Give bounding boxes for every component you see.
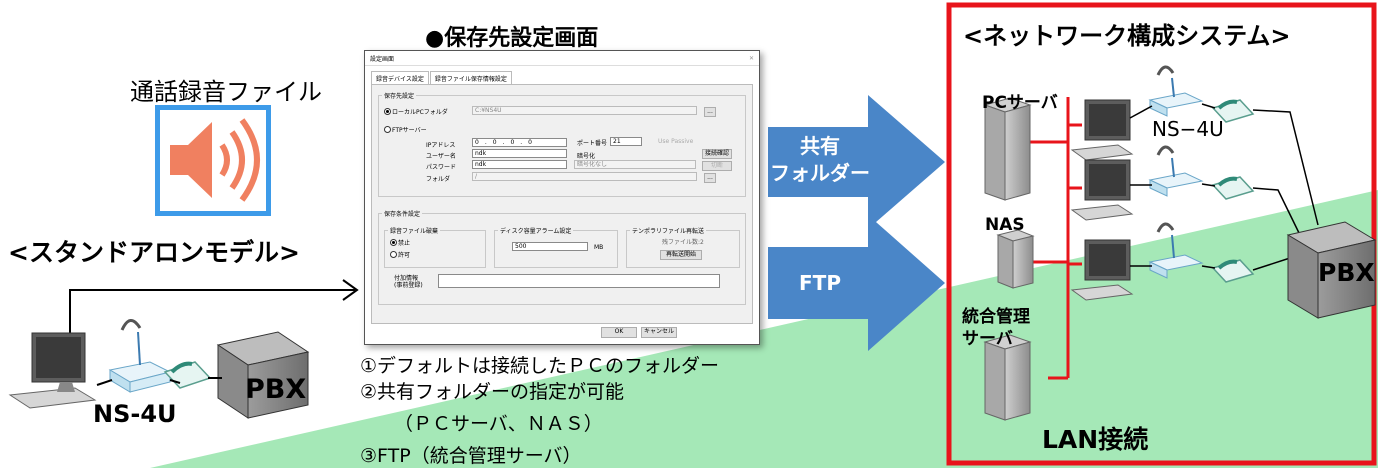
temp-resend-group [626, 230, 740, 268]
standalone-title: <スタンドアロンモデル> [8, 238, 300, 267]
standalone-link-arrowhead [342, 279, 359, 301]
right-pbx-icon [1286, 221, 1377, 319]
nas-label: NAS [985, 215, 1025, 235]
mgmt-server-icon [983, 334, 1032, 421]
right-row-1 [1070, 65, 1255, 161]
browse-ftp-button[interactable]: ... [704, 173, 716, 183]
close-icon[interactable]: ✕ [748, 54, 754, 62]
recording-file-label: 通話録音ファイル [130, 78, 322, 106]
network-system-frame [946, 2, 1377, 466]
dialog-title: 設定画面 [370, 55, 395, 63]
ftp-radio[interactable] [384, 126, 391, 133]
right-row-3 [1070, 222, 1255, 301]
encrypt-select[interactable]: 暗号化なし [574, 160, 696, 169]
ip-address-field[interactable]: 0 . 0 . 0 . 0 [472, 138, 567, 147]
left-pc-icon [8, 332, 97, 409]
ip-label: IPアドレス [426, 142, 456, 149]
discard-on-radio[interactable] [390, 251, 397, 258]
left-pbx-icon [216, 331, 310, 419]
use-passive-label[interactable]: Use Passive [658, 138, 694, 145]
left-device-label: NS-4U [93, 400, 177, 428]
pc-server-label: PCサーバ [982, 93, 1058, 113]
save-condition-label: 保存条件設定 [382, 209, 423, 218]
discard-off-label: 禁止 [398, 240, 411, 247]
port-field[interactable]: 21 [610, 137, 642, 146]
settings-dialog: 設定画面 ✕ 録音デバイス設定 録音ファイル保存情報設定 保存先設定 ローカルP… [364, 50, 760, 345]
note-4: ③FTP（統合管理サーバ） [360, 445, 582, 467]
shared-folder-arrow [768, 95, 945, 229]
save-destination-group [378, 95, 746, 197]
green-wedge [150, 190, 1378, 468]
right-device-label: NS−4U [1152, 117, 1224, 141]
temp-resend-label: テンポラリファイル再転送 [630, 226, 707, 235]
pc-server-icon [983, 97, 1032, 201]
port-label: ポート番号 [577, 140, 608, 147]
temp-count-label: 残ファイル数:2 [662, 239, 704, 246]
note-1: ①デフォルトは接続したＰＣのフォルダー [360, 355, 720, 377]
tab-file-save-settings[interactable]: 録音ファイル保存情報設定 [429, 71, 512, 85]
discard-off-radio[interactable] [390, 239, 397, 246]
note-3: （ＰＣサーバ、ＮＡＳ） [394, 413, 603, 435]
right-row-2 [1070, 145, 1255, 221]
shared-folder-arrow-label: 共有 フォルダー [770, 134, 870, 185]
speaker-icon [155, 105, 271, 216]
ftp-arrow-label: FTP [799, 271, 841, 295]
local-pc-label: ローカルPCフォルダ [392, 109, 448, 116]
dialog-tabs: 録音デバイス設定 録音ファイル保存情報設定 [371, 71, 513, 85]
user-field[interactable]: ndk [472, 149, 567, 158]
right-pbx-label: PBX [1318, 258, 1375, 287]
ftp-label: FTPサーバー [392, 127, 427, 134]
standalone-link-line [69, 289, 355, 380]
discard-on-label: 許可 [398, 252, 411, 259]
cancel-button[interactable]: キャンセル [641, 327, 677, 338]
resend-button[interactable]: 再転送開始 [660, 250, 702, 260]
ftp-folder-field[interactable]: / [472, 172, 697, 181]
discard-group [384, 230, 486, 268]
left-ns4u-icon [108, 319, 172, 393]
screen-title: ●保存先設定画面 [425, 26, 599, 51]
save-condition-group [378, 213, 746, 305]
tab-recording-device[interactable]: 録音デバイス設定 [371, 71, 429, 85]
disk-alarm-select[interactable]: 500 [512, 242, 588, 251]
user-label: ユーザー名 [426, 153, 456, 160]
disk-unit-label: MB [594, 244, 604, 251]
local-pc-radio[interactable] [384, 108, 391, 115]
left-phone-icon [163, 361, 212, 389]
browse-local-button[interactable]: ... [704, 107, 716, 117]
nas-icon [996, 229, 1035, 289]
network-system-title: <ネットワーク構成システム> [963, 22, 1291, 50]
encrypt-label: 暗号化 [577, 153, 596, 160]
connect-check-button[interactable]: 接続確認 [702, 149, 732, 159]
settings-panel: 保存先設定 ローカルPCフォルダ C:¥NS4U ... FTPサーバー IPア… [371, 84, 753, 324]
ok-button[interactable]: OK [601, 327, 637, 338]
mgmt-server-label: 統合管理 サーバ [962, 307, 1030, 349]
password-field[interactable]: ndk [472, 160, 567, 169]
local-pc-path-field[interactable]: C:¥NS4U [472, 106, 697, 115]
ftp-arrow [768, 215, 945, 351]
discard-label: 録音ファイル破棄 [388, 226, 441, 235]
dialog-titlebar: 設定画面 ✕ [365, 51, 759, 66]
folder-label: フォルダ [426, 176, 451, 183]
lan-label: LAN接続 [1042, 425, 1149, 454]
disconnect-button[interactable]: 切断 [702, 161, 732, 171]
left-pbx-label: PBX [245, 374, 307, 405]
save-destination-label: 保存先設定 [382, 91, 417, 100]
extra-info-field[interactable] [438, 274, 720, 288]
extra-info-label: 付加情報 [394, 275, 419, 282]
disk-alarm-label: ディスク容量アラーム設定 [498, 226, 574, 235]
password-label: パスワード [426, 164, 457, 171]
extra-info-sub: (事前登録) [394, 282, 423, 289]
lan-lines [1030, 97, 1082, 380]
note-2: ②共有フォルダーの指定が可能 [360, 381, 625, 403]
